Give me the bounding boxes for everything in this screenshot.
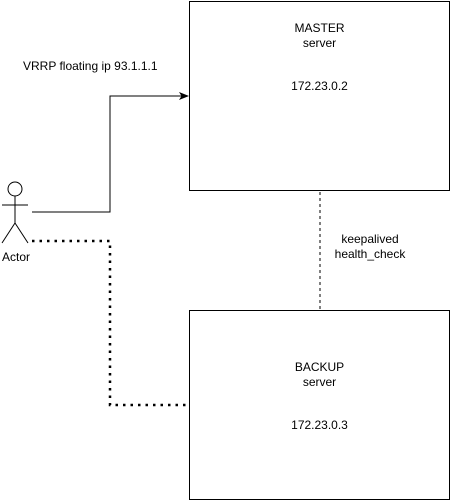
master-title: MASTER bbox=[294, 21, 345, 35]
backup-ip: 172.23.0.3 bbox=[291, 418, 348, 432]
actor-label: Actor bbox=[1, 250, 30, 264]
backup-title: BACKUP bbox=[294, 360, 345, 374]
master-ip: 172.23.0.2 bbox=[291, 79, 348, 93]
backup-subtitle: server bbox=[302, 375, 337, 389]
actor-icon[interactable] bbox=[1, 181, 29, 244]
backup-server-box[interactable] bbox=[189, 310, 450, 500]
master-subtitle: server bbox=[302, 36, 337, 50]
health-check-label-line1: keepalived bbox=[341, 232, 399, 246]
vrrp-connector bbox=[32, 92, 189, 213]
vrrp-label: VRRP floating ip 93.1.1.1 bbox=[23, 59, 158, 73]
master-server-box[interactable] bbox=[189, 1, 450, 191]
health-check-label-line2: health_check bbox=[334, 247, 406, 261]
backup-connector bbox=[32, 239, 188, 407]
